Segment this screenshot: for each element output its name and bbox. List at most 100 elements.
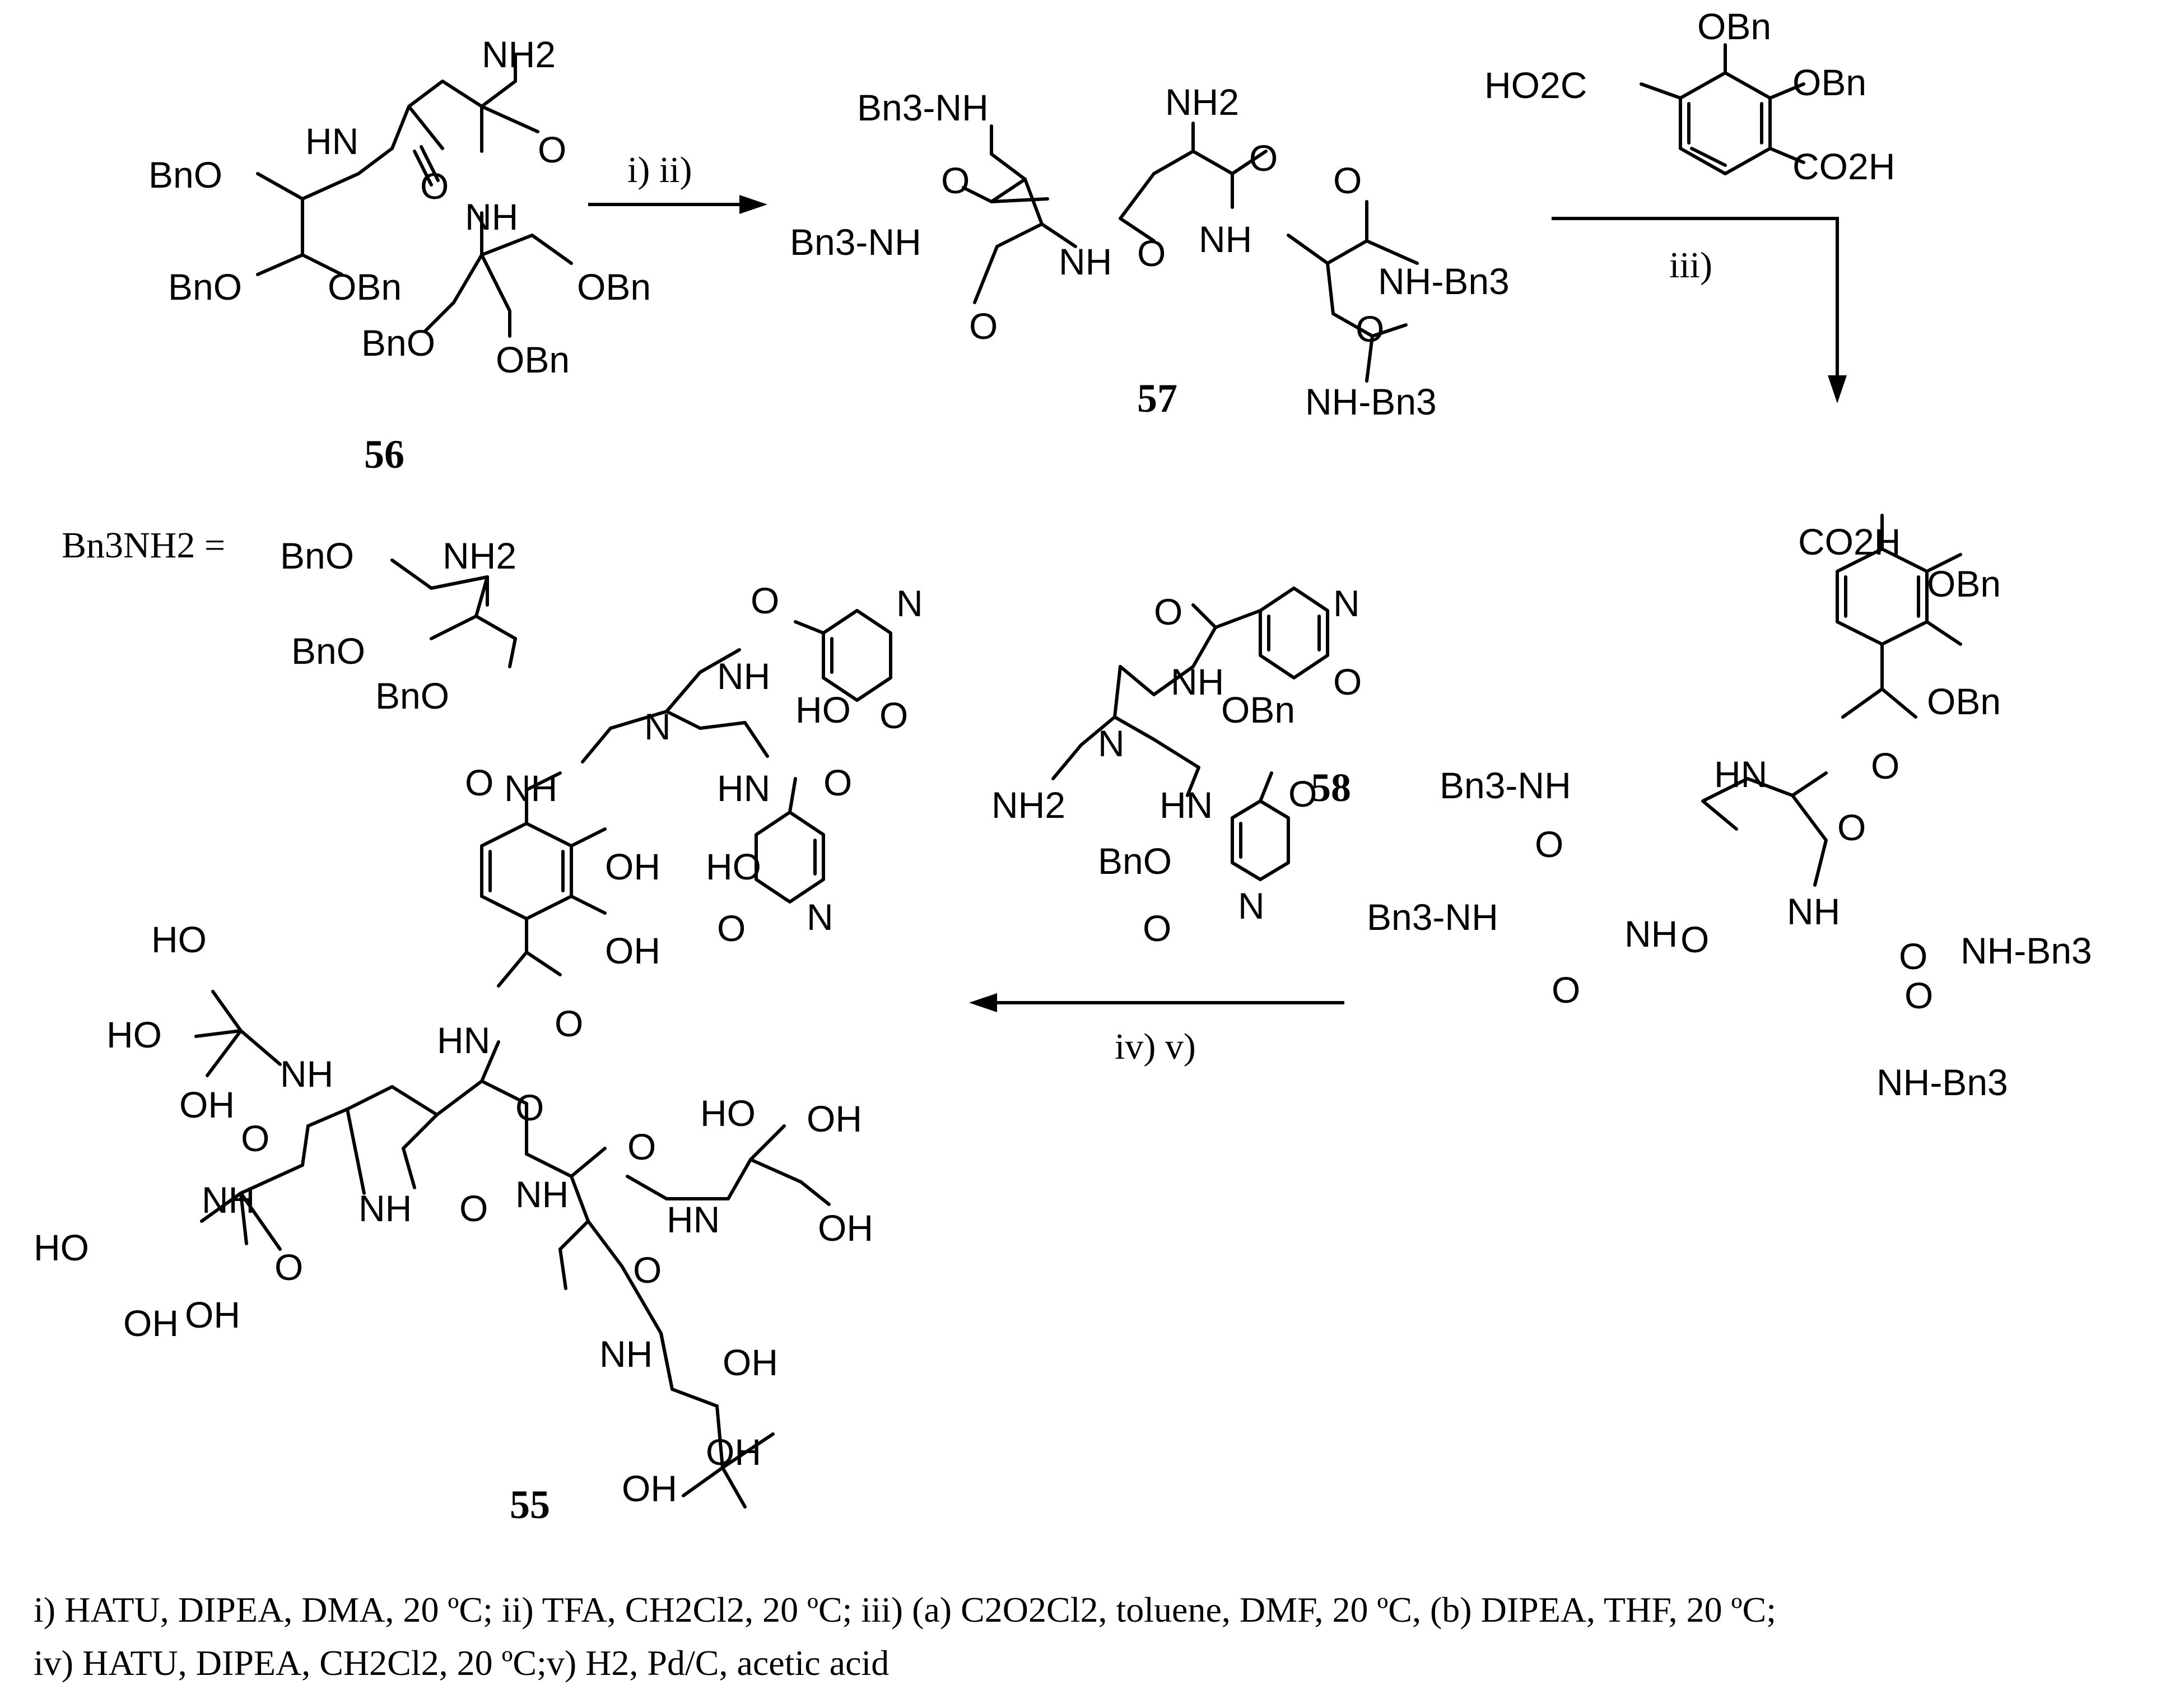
n-label: N [1098, 723, 1125, 764]
compound-58: O NH N O OBn N NH2 HN O BnO O N 58 [991, 583, 1362, 949]
hn-label: HN [305, 120, 358, 162]
ho2c-label: HO2C [1484, 64, 1587, 106]
nh-label: NH [280, 1053, 333, 1095]
o-label: O [1288, 773, 1317, 814]
hn-label: HN [667, 1199, 720, 1240]
definition-label: Bn3NH2 = [62, 525, 225, 566]
o-label: O [538, 129, 566, 170]
nh2-label: NH2 [1165, 81, 1239, 123]
nh-label: NH [358, 1188, 412, 1229]
bn3nh-label: Bn3-NH [857, 87, 989, 128]
oh-label: OH [605, 930, 660, 971]
compound-56: NH2 HN O O NH BnO BnO OBn OBn BnO OBn 56 [148, 34, 651, 477]
oh-label: OH [622, 1468, 677, 1509]
step-label: iv) v) [1115, 1026, 1196, 1067]
o-label: O [1535, 823, 1563, 865]
nhbn3-label: NH-Bn3 [1305, 381, 1437, 422]
obn-label: OBn [1927, 563, 2001, 604]
diacid-reagent: HO2C OBn OBn CO2H [1484, 6, 1895, 187]
o-label: O [1333, 661, 1362, 702]
step-label: i) ii) [627, 150, 692, 190]
obn-label: OBn [1221, 689, 1295, 730]
hn-label: HN [437, 1020, 490, 1061]
bno-label: BnO [1098, 840, 1172, 882]
nh-label: NH [599, 1333, 653, 1375]
o-label: O [459, 1188, 488, 1229]
bno-label: BnO [168, 266, 242, 308]
n-label: N [644, 706, 671, 747]
bno-label: BnO [148, 154, 222, 195]
o-label: O [1552, 969, 1580, 1011]
compound-number: 56 [364, 432, 404, 477]
obn-label: OBn [1697, 6, 1771, 47]
o-label: O [1249, 137, 1278, 179]
bn3nh2-definition: Bn3NH2 = BnO NH2 BnO BnO [62, 525, 517, 716]
obn-label: OBn [328, 266, 402, 308]
nh2-label: NH2 [991, 784, 1065, 826]
oh-label: OH [185, 1294, 240, 1335]
o-label: O [420, 165, 449, 207]
compound-number: 57 [1137, 376, 1177, 421]
ho-label: HO [706, 846, 761, 887]
o-label: O [1356, 308, 1384, 350]
reaction-arrow-3: iv) v) [969, 993, 1344, 1067]
o-label: O [1837, 807, 1866, 848]
co2h-label: CO2H [1792, 146, 1895, 187]
nh-label: NH [1787, 891, 1840, 932]
obn-label: OBn [496, 339, 570, 380]
o-label: O [1899, 935, 1927, 977]
o-label: O [751, 580, 779, 621]
bno-label: BnO [291, 630, 365, 672]
obn-label: OBn [1792, 62, 1866, 103]
hn-label: HN [717, 767, 770, 809]
oh-label: OH [123, 1302, 179, 1344]
nh-label: NH [1059, 241, 1112, 282]
oh-label: OH [179, 1084, 235, 1125]
nh-label: NH [515, 1174, 569, 1215]
n-label: N [1238, 885, 1265, 927]
ho-label: HO [700, 1092, 756, 1134]
reaction-conditions: i) HATU, DIPEA, DMA, 20 ºC; ii) TFA, CH2… [34, 1590, 1776, 1683]
compound-number: 55 [510, 1482, 550, 1527]
bn3nh-label: Bn3-NH [1440, 765, 1571, 806]
nhbn3-label: NH-Bn3 [1961, 930, 2092, 971]
step-label: iii) [1669, 245, 1712, 286]
reaction-arrow-2: iii) [1552, 217, 1847, 403]
o-label: O [1333, 160, 1362, 201]
nh-label: NH [1199, 218, 1252, 260]
o-label: O [1137, 232, 1166, 274]
bn3nh-label: Bn3-NH [1367, 896, 1498, 938]
hn-label: HN [1159, 784, 1213, 826]
o-label: O [274, 1246, 303, 1288]
nh-label: NH [1624, 913, 1678, 955]
nh2-label: NH2 [443, 535, 516, 576]
nh-label: NH [202, 1179, 255, 1221]
o-label: O [1143, 907, 1171, 949]
o-label: O [465, 762, 493, 803]
o-label: O [241, 1118, 269, 1159]
oh-label: OH [818, 1207, 873, 1249]
conditions-line-2: iv) HATU, DIPEA, CH2Cl2, 20 ºC;v) H2, Pd… [34, 1643, 889, 1683]
nh-label: NH [1171, 661, 1224, 702]
bno-label: BnO [280, 535, 354, 576]
co2h-label: CO2H [1798, 521, 1901, 562]
o-label: O [633, 1249, 662, 1291]
ho-label: HO [34, 1227, 89, 1268]
o-label: O [717, 907, 746, 949]
oh-label: OH [723, 1342, 778, 1383]
o-label: O [941, 160, 970, 201]
intermediate-compound: CO2H OBn OBn HN O Bn3-NH O Bn3-NH O NH O… [1367, 514, 2092, 1103]
ho-label: HO [795, 689, 851, 730]
bn3nh-label: Bn3-NH [790, 221, 921, 263]
nh-label: NH [504, 767, 557, 809]
reaction-arrow-1: i) ii) [588, 150, 767, 214]
o-label: O [1871, 745, 1899, 786]
obn-label: OBn [1927, 681, 2001, 722]
hn-label: HN [1714, 753, 1767, 795]
bno-label: BnO [375, 675, 449, 716]
ho-label: HO [151, 919, 207, 960]
compound-55: O N NH HO O N O NH HN O OH HO O N OH HO … [34, 580, 923, 1527]
o-label: O [555, 1003, 583, 1044]
o-label: O [515, 1087, 544, 1128]
